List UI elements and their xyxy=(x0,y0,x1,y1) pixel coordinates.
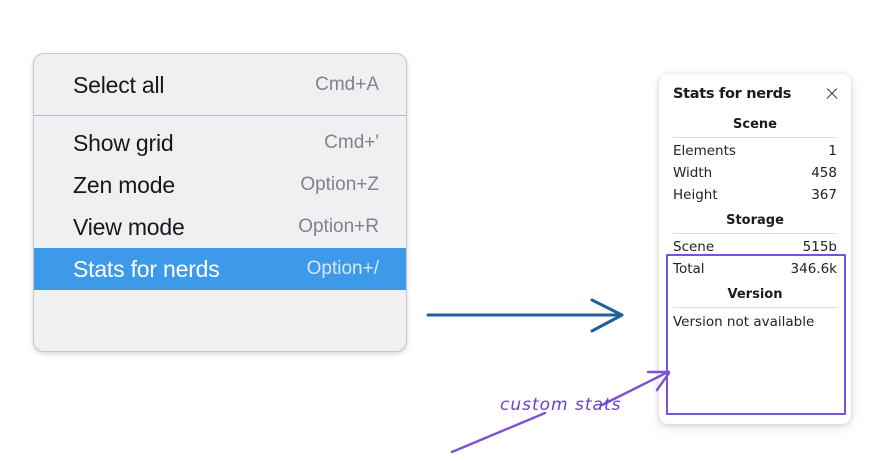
stats-panel-title: Stats for nerds xyxy=(673,86,792,102)
menu-item-label: Zen mode xyxy=(73,171,175,198)
flow-arrow-menu-to-panel xyxy=(426,298,624,333)
menu-group-1: Select all Cmd+A xyxy=(34,54,406,115)
menu-item-shortcut: Option+Z xyxy=(300,174,379,195)
version-note: Version not available xyxy=(673,314,815,330)
stat-value: 1 xyxy=(828,143,837,159)
menu-item-shortcut: Cmd+A xyxy=(315,74,379,95)
menu-item-shortcut: Option+/ xyxy=(306,258,379,279)
stat-value: 367 xyxy=(811,187,837,203)
section-divider xyxy=(673,307,837,308)
stat-key: Scene xyxy=(673,239,715,255)
menu-separator xyxy=(34,115,406,116)
section-divider xyxy=(673,233,837,234)
annotation-label-custom-stats: custom stats xyxy=(500,395,622,415)
close-icon[interactable] xyxy=(824,86,840,102)
stat-key: Height xyxy=(673,187,718,203)
menu-item-shortcut: Option+R xyxy=(298,216,379,237)
stats-panel-header: Stats for nerds xyxy=(659,74,851,110)
section-title-storage: Storage xyxy=(726,213,784,228)
stat-row-width: Width 458 xyxy=(673,162,837,184)
stat-row-height: Height 367 xyxy=(673,184,837,206)
stat-value: 458 xyxy=(811,165,837,181)
menu-item-label: Show grid xyxy=(73,129,174,156)
stat-key: Width xyxy=(673,165,713,181)
menu-item-select-all[interactable]: Select all Cmd+A xyxy=(34,64,406,106)
section-title-scene: Scene xyxy=(733,117,777,132)
stats-panel-body: Scene Elements 1 Width 458 Height 367 St… xyxy=(659,110,851,336)
menu-item-label: View mode xyxy=(73,213,185,240)
stat-value: 515b xyxy=(802,239,837,255)
menu-item-zen-mode[interactable]: Zen mode Option+Z xyxy=(34,164,406,206)
menu-item-view-mode[interactable]: View mode Option+R xyxy=(34,206,406,248)
menu-item-shortcut: Cmd+' xyxy=(324,132,379,153)
stat-key: Elements xyxy=(673,143,736,159)
stats-for-nerds-panel: Stats for nerds Scene Elements 1 Width 4… xyxy=(659,74,851,424)
stat-value: 346.6k xyxy=(790,261,837,277)
menu-item-label: Select all xyxy=(73,71,165,98)
menu-item-show-grid[interactable]: Show grid Cmd+' xyxy=(34,122,406,164)
stat-row-storage-scene: Scene 515b xyxy=(673,236,837,258)
context-menu: Select all Cmd+A Show grid Cmd+' Zen mod… xyxy=(33,53,407,352)
section-title-version: Version xyxy=(727,287,783,302)
menu-item-stats-for-nerds[interactable]: Stats for nerds Option+/ xyxy=(34,248,406,290)
section-divider xyxy=(673,137,837,138)
menu-item-label: Stats for nerds xyxy=(73,255,220,282)
stat-row-storage-total: Total 346.6k xyxy=(673,258,837,280)
menu-group-2: Show grid Cmd+' Zen mode Option+Z View m… xyxy=(34,116,406,296)
stat-row-elements: Elements 1 xyxy=(673,140,837,162)
stat-key: Total xyxy=(673,261,705,277)
annotation-tail-line xyxy=(450,411,547,454)
